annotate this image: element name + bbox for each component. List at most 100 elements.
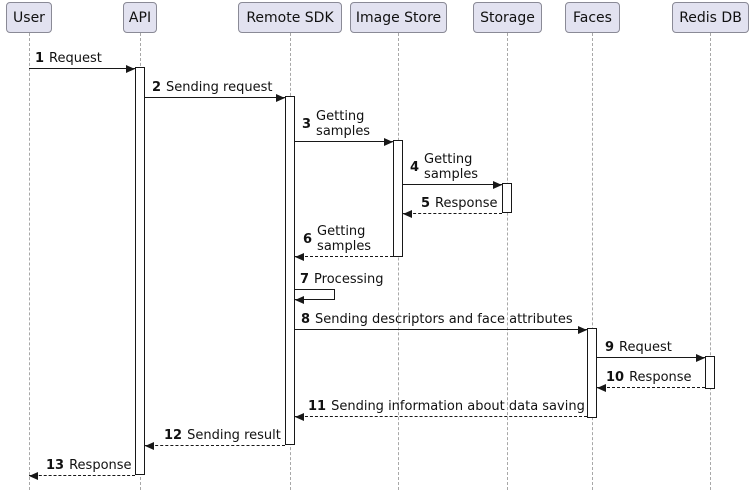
message-text: Request xyxy=(49,51,102,66)
participant-faces: Faces xyxy=(565,2,620,33)
message-line xyxy=(295,412,587,421)
arrowhead-icon xyxy=(276,93,285,102)
message-text: Sending information about data saving xyxy=(331,399,585,414)
message-label: 12 Sending result xyxy=(164,428,281,443)
message-label: 13 Response xyxy=(46,458,132,473)
message-line xyxy=(145,441,285,450)
arrowhead-icon xyxy=(295,252,304,261)
message-line xyxy=(403,209,502,218)
activation-storage xyxy=(502,183,512,213)
message-label: 9 Request xyxy=(605,340,672,355)
participant-label: API xyxy=(128,9,152,26)
message-line xyxy=(295,325,587,334)
participant-label: Remote SDK xyxy=(246,9,334,26)
lifeline-storage xyxy=(506,33,508,490)
message-line xyxy=(145,93,285,102)
participant-label: User xyxy=(13,9,45,26)
activation-faces xyxy=(587,328,597,418)
arrowhead-icon xyxy=(295,412,304,421)
message-text: Sending descriptors and face attributes xyxy=(315,312,573,327)
message-number: 4 xyxy=(410,159,420,175)
participant-label: Storage xyxy=(480,9,535,26)
message-number: 7 xyxy=(300,272,310,287)
self-message-line-back xyxy=(295,295,335,304)
message-line xyxy=(597,383,705,392)
message-number: 6 xyxy=(303,231,313,247)
arrowhead-icon xyxy=(384,137,393,146)
message-label: 8 Sending descriptors and face attributes xyxy=(301,312,573,327)
participant-image-store: Image Store xyxy=(350,2,447,33)
message-line xyxy=(295,252,393,261)
participant-label: Redis DB xyxy=(679,9,742,26)
message-number: 3 xyxy=(302,116,312,132)
message-text: Sending result xyxy=(187,428,281,443)
activation-redis-db xyxy=(705,356,715,389)
lifeline-image-store xyxy=(397,33,399,490)
message-label: 1 Request xyxy=(35,51,102,66)
message-text: Sending request xyxy=(166,80,273,95)
message-number: 12 xyxy=(164,428,183,443)
message-text: Response xyxy=(435,196,498,211)
lifeline-user xyxy=(28,33,30,490)
participant-api: API xyxy=(123,2,157,33)
participant-remote-sdk: Remote SDK xyxy=(238,2,342,33)
arrowhead-icon xyxy=(696,353,705,362)
message-text: Request xyxy=(619,340,672,355)
participant-user: User xyxy=(6,2,52,33)
participant-redis-db: Redis DB xyxy=(672,2,749,33)
message-text: Getting samples xyxy=(316,109,371,139)
arrowhead-icon xyxy=(295,295,304,304)
message-line xyxy=(29,64,135,73)
self-message-line-down xyxy=(334,289,335,299)
message-line xyxy=(403,180,502,189)
message-label: 7 Processing xyxy=(300,272,383,287)
message-text: Response xyxy=(629,370,692,385)
arrowhead-icon xyxy=(145,441,154,450)
message-text: Getting samples xyxy=(424,152,479,182)
participant-label: Image Store xyxy=(355,9,442,26)
lifeline-redis-db xyxy=(709,33,711,490)
arrowhead-icon xyxy=(403,209,412,218)
lifeline-faces xyxy=(591,33,593,490)
message-number: 11 xyxy=(308,399,327,414)
participant-storage: Storage xyxy=(473,2,542,33)
message-number: 8 xyxy=(301,312,311,327)
arrowhead-icon xyxy=(578,325,587,334)
message-text: Processing xyxy=(314,272,384,287)
message-number: 5 xyxy=(421,196,431,211)
arrowhead-icon xyxy=(493,180,502,189)
message-text: Response xyxy=(69,458,132,473)
message-number: 13 xyxy=(46,458,65,473)
message-text: Getting samples xyxy=(317,224,372,254)
activation-remote-sdk xyxy=(285,96,295,445)
message-number: 2 xyxy=(152,80,162,95)
arrowhead-icon xyxy=(29,471,38,480)
arrowhead-icon xyxy=(597,383,606,392)
message-line xyxy=(29,471,135,480)
message-line xyxy=(597,353,705,362)
message-label: 11 Sending information about data saving xyxy=(308,399,585,414)
message-line xyxy=(295,137,393,146)
message-number: 1 xyxy=(35,51,45,66)
message-label: 5 Response xyxy=(421,196,497,211)
self-message-line-out xyxy=(295,289,335,290)
arrowhead-icon xyxy=(126,64,135,73)
message-number: 9 xyxy=(605,340,615,355)
